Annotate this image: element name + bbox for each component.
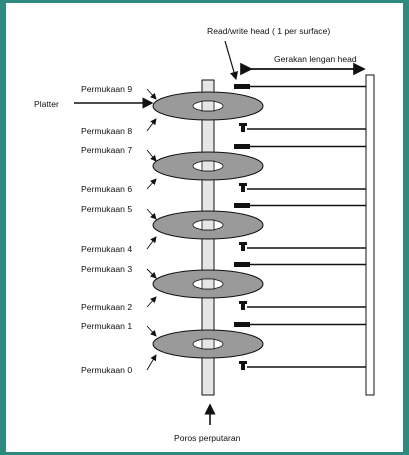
surface-pointer-1 bbox=[146, 325, 157, 337]
surface-label-1: Permukaan 1 bbox=[81, 321, 132, 331]
surface-pointer-7 bbox=[146, 149, 157, 162]
surface-label-5: Permukaan 5 bbox=[81, 204, 132, 214]
surface-label-7: Permukaan 7 bbox=[81, 145, 132, 155]
head-lower-stem bbox=[241, 186, 245, 192]
surface-label-6: Permukaan 6 bbox=[81, 184, 132, 194]
diagram-frame: Read/write head ( 1 per surface) Gerakan… bbox=[6, 3, 403, 452]
read-write-head-pointer bbox=[224, 40, 239, 81]
surface-pointer-6 bbox=[146, 178, 157, 190]
head-lower bbox=[239, 301, 247, 304]
head-lower-stem bbox=[241, 245, 245, 251]
surface-labels: Permukaan 9 Permukaan 8 Permukaan 7 Permuka… bbox=[81, 84, 132, 375]
hard-disk-diagram: Read/write head ( 1 per surface) Gerakan… bbox=[34, 26, 375, 443]
surface-pointer-4 bbox=[146, 236, 157, 250]
surface-pointer-3 bbox=[146, 268, 157, 279]
platter-stack bbox=[152, 84, 366, 370]
surface-pointer-5 bbox=[146, 208, 157, 220]
head-lower bbox=[239, 361, 247, 364]
spindle-segment bbox=[201, 338, 215, 350]
head-lower bbox=[239, 183, 247, 186]
head-lower bbox=[239, 123, 247, 126]
head-upper bbox=[234, 84, 250, 89]
spindle-label: Poros perputaran bbox=[174, 433, 241, 443]
platter-label: Platter bbox=[34, 99, 59, 109]
head-upper bbox=[234, 262, 250, 267]
surface-label-8: Permukaan 8 bbox=[81, 126, 132, 136]
head-lower-stem bbox=[241, 304, 245, 310]
spindle-segment bbox=[201, 160, 215, 172]
actuator-arm bbox=[365, 74, 375, 396]
surface-pointer-2 bbox=[146, 296, 157, 308]
head-lower-stem bbox=[241, 126, 245, 132]
arm-motion-label: Gerakan lengan head bbox=[274, 54, 357, 64]
read-write-head-label: Read/write head ( 1 per surface) bbox=[207, 26, 330, 36]
surface-pointer-9 bbox=[146, 88, 157, 100]
head-upper bbox=[234, 322, 250, 327]
head-upper bbox=[234, 203, 250, 208]
head-lower-stem bbox=[241, 364, 245, 370]
surface-label-3: Permukaan 3 bbox=[81, 264, 132, 274]
surface-pointer-0 bbox=[146, 354, 157, 371]
spindle-segment bbox=[201, 278, 215, 290]
surface-label-9: Permukaan 9 bbox=[81, 84, 132, 94]
spindle-segment bbox=[201, 100, 215, 112]
spindle-segment bbox=[201, 219, 215, 231]
surface-label-2: Permukaan 2 bbox=[81, 302, 132, 312]
surface-label-4: Permukaan 4 bbox=[81, 244, 132, 254]
surface-label-0: Permukaan 0 bbox=[81, 365, 132, 375]
surface-pointer-8 bbox=[146, 118, 157, 132]
head-upper bbox=[234, 144, 250, 149]
head-lower bbox=[239, 242, 247, 245]
surface-pointers bbox=[146, 88, 157, 371]
